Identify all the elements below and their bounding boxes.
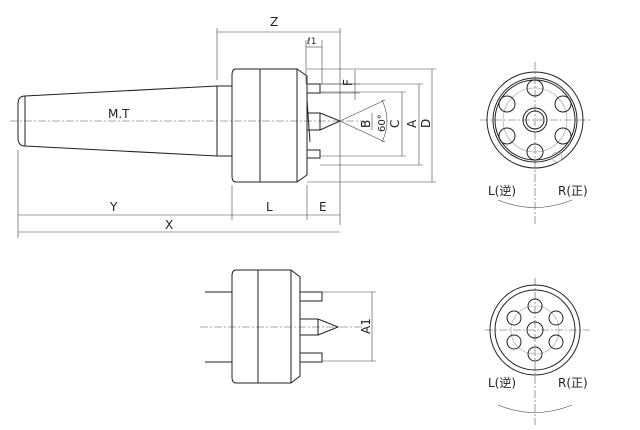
right-rotation-label-2: R(正): [558, 376, 588, 390]
a-label: A: [405, 119, 419, 128]
f-label: F: [341, 79, 355, 86]
l1-label: ℓ1: [306, 37, 316, 47]
d-label: D: [419, 119, 433, 128]
e-label: E: [319, 200, 327, 214]
right-rotation-label: R(正): [558, 184, 588, 198]
c-label: C: [388, 120, 402, 128]
a1-label: A1: [359, 318, 373, 334]
top-side-view: M.T Z ℓ1 F B 60° C A D Y L E X: [10, 15, 436, 238]
x-label: X: [165, 218, 173, 232]
left-rotation-label: L(逆): [488, 183, 516, 198]
l-label: L: [266, 200, 273, 214]
mt-label: M.T: [108, 107, 130, 121]
bottom-side-view: A1: [200, 269, 376, 384]
left-rotation-label-2: L(逆): [488, 375, 516, 390]
bottom-end-view: L(逆) R(正): [485, 278, 590, 425]
z-label: Z: [270, 15, 278, 29]
y-label: Y: [109, 200, 118, 214]
top-end-view: L(逆) R(正): [480, 62, 592, 225]
b-label: B: [359, 120, 373, 128]
angle-label: 60°: [377, 114, 388, 132]
